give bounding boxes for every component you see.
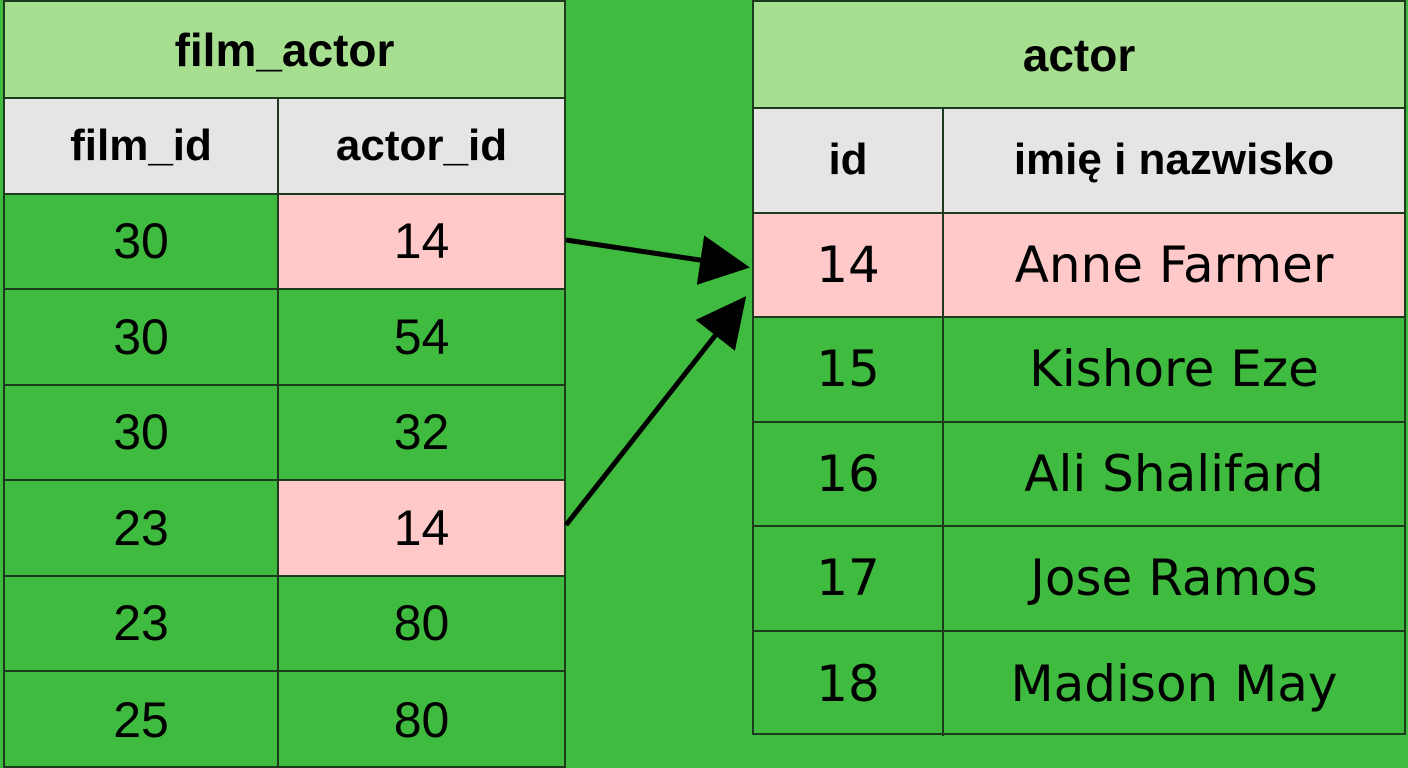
actor-id-cell: 80: [277, 576, 564, 670]
actor-id-cell: 14: [277, 194, 564, 288]
table-row: 30 14: [5, 194, 564, 290]
table-row: 17 Jose Ramos: [754, 527, 1404, 632]
table-row: 30 32: [5, 385, 564, 481]
table-row: 15 Kishore Eze: [754, 318, 1404, 423]
actor-id-cell: 80: [277, 672, 564, 768]
actor-table: actor id imię i nazwisko 14 Anne Farmer …: [752, 0, 1406, 736]
actor-id-cell: 18: [816, 654, 880, 713]
table-row: 16 Ali Shalifard: [754, 422, 1404, 527]
actor-name-cell: Kishore Eze: [942, 318, 1404, 421]
table-row: 18 Madison May: [754, 631, 1404, 736]
actor-id-cell: 17: [816, 549, 880, 608]
relation-arrow: [564, 296, 747, 527]
table-row: 23 14: [5, 481, 564, 577]
actor-name-cell: Madison May: [942, 631, 1404, 736]
actor-name-cell: Ali Shalifard: [942, 422, 1404, 525]
table-row: 23 80: [5, 576, 564, 672]
film-actor-table: film_actor film_id actor_id 30 14 30 54 …: [3, 0, 566, 768]
actor-id-cell: 32: [277, 385, 564, 479]
film-id-cell: 30: [113, 404, 169, 461]
film-id-cell: 23: [113, 595, 169, 652]
film-actor-table-title: film_actor: [5, 2, 564, 99]
actor-id-cell: 54: [277, 290, 564, 384]
actor-id-cell: 15: [816, 340, 880, 399]
actor-table-title: actor: [754, 2, 1404, 109]
table-row: 30 54: [5, 290, 564, 386]
actor-header-row: id imię i nazwisko: [754, 109, 1404, 214]
relation-arrow: [565, 235, 750, 285]
actor-id-column-header: actor_id: [277, 99, 564, 193]
film-id-cell: 30: [113, 213, 169, 270]
actor-id-cell: 14: [277, 481, 564, 575]
actor-name-cell: Anne Farmer: [942, 213, 1404, 316]
film-id-cell: 30: [113, 308, 169, 365]
id-column-header: id: [754, 109, 942, 212]
table-row: 14 Anne Farmer: [754, 213, 1404, 318]
film-actor-header-row: film_id actor_id: [5, 99, 564, 195]
actor-name-cell: Jose Ramos: [942, 527, 1404, 630]
film-id-cell: 25: [113, 691, 169, 748]
film-id-cell: 23: [113, 499, 169, 556]
table-row: 25 80: [5, 672, 564, 768]
actor-id-cell: 14: [754, 213, 942, 316]
film-id-column-header: film_id: [5, 99, 277, 193]
name-column-header: imię i nazwisko: [942, 109, 1404, 212]
actor-id-cell: 16: [816, 444, 880, 503]
